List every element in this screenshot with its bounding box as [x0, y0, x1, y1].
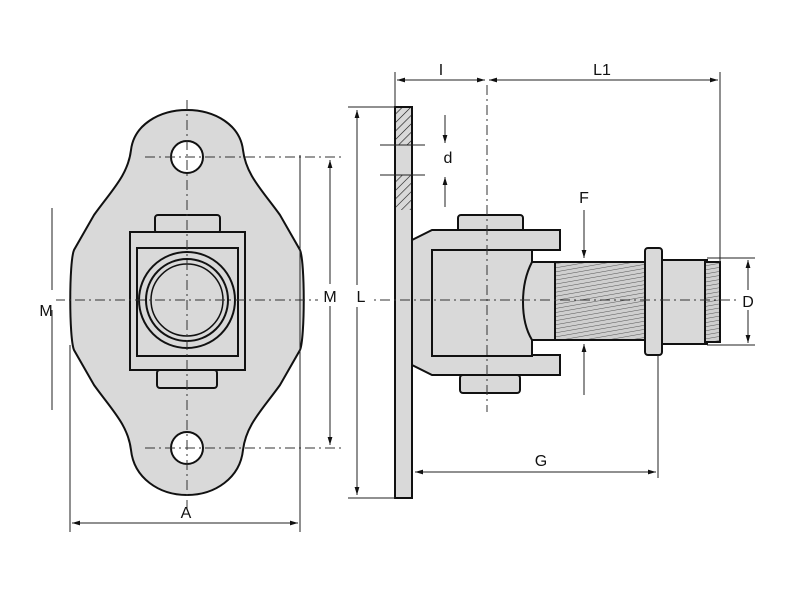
force-F: F — [579, 190, 589, 395]
label-F: F — [579, 190, 589, 207]
label-I: I — [439, 62, 443, 79]
dimension-d: d — [442, 115, 453, 207]
dimension-L: L — [348, 106, 395, 499]
dimension-G: G — [415, 355, 659, 478]
label-L1: L1 — [593, 62, 611, 79]
label-d: d — [444, 150, 453, 167]
label-A: A — [181, 505, 192, 522]
dimension-I-L1: I L1 — [394, 62, 721, 262]
dimension-A: A — [69, 155, 301, 532]
label-M-partial: M — [39, 303, 52, 320]
dimension-M-partial: M — [39, 208, 56, 410]
centerlines-right — [360, 85, 740, 412]
label-D: D — [742, 294, 754, 311]
label-L: L — [357, 289, 366, 306]
centerlines-left — [55, 100, 345, 512]
label-M: M — [323, 289, 336, 306]
label-G: G — [535, 453, 547, 470]
hinge-side-view — [380, 106, 721, 499]
dimension-M: M — [318, 160, 342, 445]
dimension-D: D — [707, 257, 760, 346]
